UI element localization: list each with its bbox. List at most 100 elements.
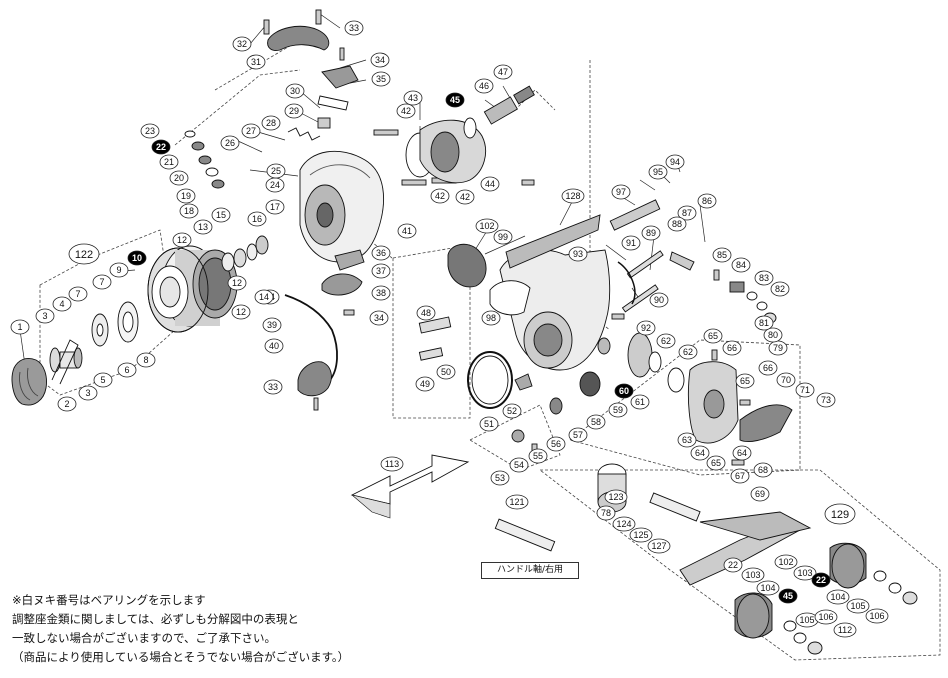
svg-text:104: 104 — [830, 592, 845, 602]
callout-127: 127 — [647, 538, 671, 554]
svg-text:45: 45 — [450, 95, 460, 105]
svg-text:3: 3 — [42, 311, 47, 321]
callout-89: 89 — [641, 225, 661, 241]
svg-text:68: 68 — [758, 465, 768, 475]
svg-text:103: 103 — [797, 568, 812, 578]
svg-text:106: 106 — [818, 612, 833, 622]
callout-79: 79 — [768, 340, 788, 356]
handle-shaft-label: ハンドル軸/右用 — [481, 562, 579, 579]
callout-71: 71 — [795, 382, 815, 398]
svg-text:94: 94 — [670, 157, 680, 167]
svg-text:73: 73 — [821, 395, 831, 405]
callout-18: 18 — [179, 203, 199, 219]
callout-124: 124 — [612, 516, 636, 532]
callout-65: 65 — [706, 455, 726, 471]
svg-text:65: 65 — [711, 458, 721, 468]
misc-right-parts — [617, 251, 777, 324]
svg-text:2: 2 — [64, 399, 69, 409]
svg-text:31: 31 — [251, 57, 261, 67]
callout-10: 10 — [127, 250, 147, 266]
callout-125: 125 — [629, 527, 653, 543]
svg-text:28: 28 — [266, 118, 276, 128]
rotor-washers-part — [221, 235, 269, 272]
callout-70: 70 — [776, 372, 796, 388]
direction-arrow-part — [350, 454, 470, 519]
callout-63: 63 — [677, 432, 697, 448]
callout-32: 32 — [232, 36, 252, 52]
svg-text:18: 18 — [184, 206, 194, 216]
svg-text:26: 26 — [225, 138, 235, 148]
line-roller-parts — [317, 65, 365, 296]
callout-37: 37 — [371, 263, 391, 279]
svg-text:64: 64 — [737, 448, 747, 458]
callout-3: 3 — [78, 385, 98, 401]
reel-body-part — [447, 214, 611, 371]
svg-text:33: 33 — [268, 382, 278, 392]
svg-text:99: 99 — [498, 232, 508, 242]
callout-6: 6 — [117, 362, 137, 378]
svg-text:88: 88 — [672, 219, 682, 229]
callout-17: 17 — [265, 199, 285, 215]
svg-text:5: 5 — [100, 375, 105, 385]
svg-text:103: 103 — [745, 570, 760, 580]
oscillation-gears-part — [467, 351, 601, 443]
callout-99: 99 — [493, 229, 513, 245]
svg-text:112: 112 — [838, 625, 852, 635]
svg-text:7: 7 — [99, 277, 104, 287]
callout-16: 16 — [247, 211, 267, 227]
svg-text:3: 3 — [85, 388, 90, 398]
callout-69: 69 — [750, 486, 770, 502]
callout-62: 62 — [656, 333, 676, 349]
callout-55: 55 — [528, 448, 548, 464]
callout-45: 45 — [445, 92, 465, 108]
callout-81: 81 — [754, 315, 774, 331]
callout-33: 33 — [344, 20, 364, 36]
svg-text:34: 34 — [374, 313, 384, 323]
callout-94: 94 — [665, 154, 685, 170]
callout-105: 105 — [846, 598, 870, 614]
callout-46: 46 — [474, 78, 494, 94]
callout-22: 22 — [723, 557, 743, 573]
callout-103: 103 — [741, 567, 765, 583]
svg-text:105: 105 — [850, 601, 865, 611]
callout-86: 86 — [697, 193, 717, 209]
callout-49: 49 — [415, 376, 435, 392]
callout-12: 12 — [231, 304, 251, 320]
callout-51: 51 — [479, 416, 499, 432]
svg-text:14: 14 — [259, 292, 269, 302]
svg-text:65: 65 — [708, 331, 718, 341]
svg-text:97: 97 — [616, 187, 626, 197]
svg-text:102: 102 — [479, 221, 494, 231]
svg-text:19: 19 — [181, 191, 191, 201]
svg-text:89: 89 — [646, 228, 656, 238]
svg-text:57: 57 — [573, 430, 583, 440]
svg-text:81: 81 — [759, 318, 769, 328]
svg-text:91: 91 — [626, 238, 636, 248]
svg-text:9: 9 — [116, 265, 121, 275]
callout-68: 68 — [753, 462, 773, 478]
svg-text:47: 47 — [498, 67, 508, 77]
callout-20: 20 — [169, 170, 189, 186]
svg-text:79: 79 — [773, 343, 783, 353]
svg-text:32: 32 — [237, 39, 247, 49]
bail-spring-part — [287, 117, 331, 141]
svg-text:48: 48 — [421, 308, 431, 318]
callout-60: 60 — [614, 383, 634, 399]
svg-text:33: 33 — [349, 23, 359, 33]
svg-text:42: 42 — [401, 106, 411, 116]
callout-39: 39 — [262, 317, 282, 333]
callout-26: 26 — [220, 135, 240, 151]
svg-text:129: 129 — [831, 509, 849, 521]
callout-90: 90 — [649, 292, 669, 308]
svg-text:45: 45 — [783, 591, 793, 601]
svg-text:13: 13 — [198, 222, 208, 232]
svg-text:7: 7 — [75, 289, 80, 299]
callout-93: 93 — [568, 246, 588, 262]
callout-122: 122 — [68, 243, 100, 265]
svg-text:34: 34 — [375, 55, 385, 65]
svg-text:21: 21 — [164, 157, 174, 167]
callout-25: 25 — [266, 163, 286, 179]
svg-text:36: 36 — [376, 248, 386, 258]
svg-text:78: 78 — [601, 508, 611, 518]
callout-65: 65 — [735, 373, 755, 389]
